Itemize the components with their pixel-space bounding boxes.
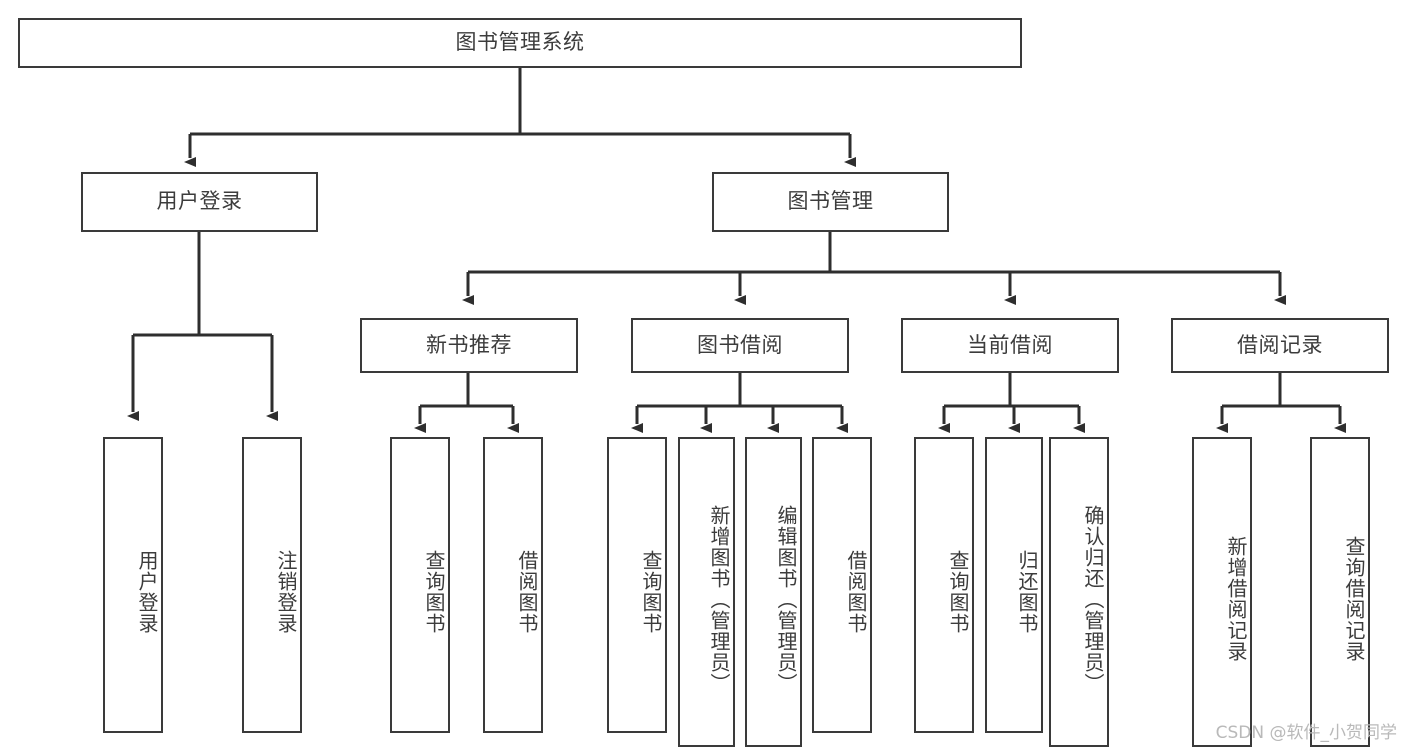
node-leaf-query-book-2-label: 查询图书: [639, 550, 663, 634]
node-leaf-return-book-label: 归还图书: [1015, 550, 1039, 634]
node-leaf-return-book[interactable]: 归还图书: [985, 437, 1043, 733]
node-leaf-user-logout[interactable]: 注销登录: [242, 437, 302, 733]
node-leaf-query-record-label: 查询借阅记录: [1342, 536, 1366, 662]
node-book-borrow-label: 图书借阅: [697, 332, 783, 357]
node-new-book-rec-label: 新书推荐: [426, 332, 512, 357]
node-new-book-rec[interactable]: 新书推荐: [360, 318, 578, 373]
node-user-login-label: 用户登录: [156, 189, 243, 214]
node-root-label: 图书管理系统: [455, 30, 585, 55]
node-leaf-borrow-book-2-label: 借阅图书: [844, 550, 868, 634]
node-leaf-borrow-book-1-label: 借阅图书: [515, 550, 539, 634]
node-leaf-edit-book[interactable]: 编辑图书（管理员）: [745, 437, 802, 747]
node-leaf-add-record[interactable]: 新增借阅记录: [1192, 437, 1252, 747]
node-borrow-record[interactable]: 借阅记录: [1171, 318, 1389, 373]
node-current-borrow-label: 当前借阅: [967, 332, 1053, 357]
node-leaf-query-book-1[interactable]: 查询图书: [390, 437, 450, 733]
node-leaf-query-book-3[interactable]: 查询图书: [914, 437, 974, 733]
node-leaf-user-login-label: 用户登录: [135, 550, 159, 634]
node-user-login[interactable]: 用户登录: [81, 172, 318, 232]
node-leaf-user-login[interactable]: 用户登录: [103, 437, 163, 733]
node-leaf-query-record[interactable]: 查询借阅记录: [1310, 437, 1370, 747]
node-borrow-record-label: 借阅记录: [1237, 332, 1323, 357]
node-leaf-add-book[interactable]: 新增图书（管理员）: [678, 437, 735, 747]
node-book-borrow[interactable]: 图书借阅: [631, 318, 849, 373]
node-leaf-borrow-book-1[interactable]: 借阅图书: [483, 437, 543, 733]
node-leaf-confirm-return[interactable]: 确认归还（管理员）: [1049, 437, 1109, 747]
node-leaf-user-logout-label: 注销登录: [274, 550, 298, 634]
node-book-manage-label: 图书管理: [787, 189, 874, 214]
node-leaf-query-book-2[interactable]: 查询图书: [607, 437, 667, 733]
node-current-borrow[interactable]: 当前借阅: [901, 318, 1119, 373]
node-leaf-query-book-1-label: 查询图书: [422, 550, 446, 634]
node-book-manage[interactable]: 图书管理: [712, 172, 949, 232]
node-leaf-query-book-3-label: 查询图书: [946, 550, 970, 634]
node-leaf-borrow-book-2[interactable]: 借阅图书: [812, 437, 872, 733]
node-leaf-confirm-return-label: 确认归还（管理员）: [1081, 504, 1105, 694]
node-leaf-add-record-label: 新增借阅记录: [1224, 536, 1248, 662]
node-leaf-edit-book-label: 编辑图书（管理员）: [774, 504, 798, 694]
node-leaf-add-book-label: 新增图书（管理员）: [707, 504, 731, 694]
node-root[interactable]: 图书管理系统: [18, 18, 1022, 68]
